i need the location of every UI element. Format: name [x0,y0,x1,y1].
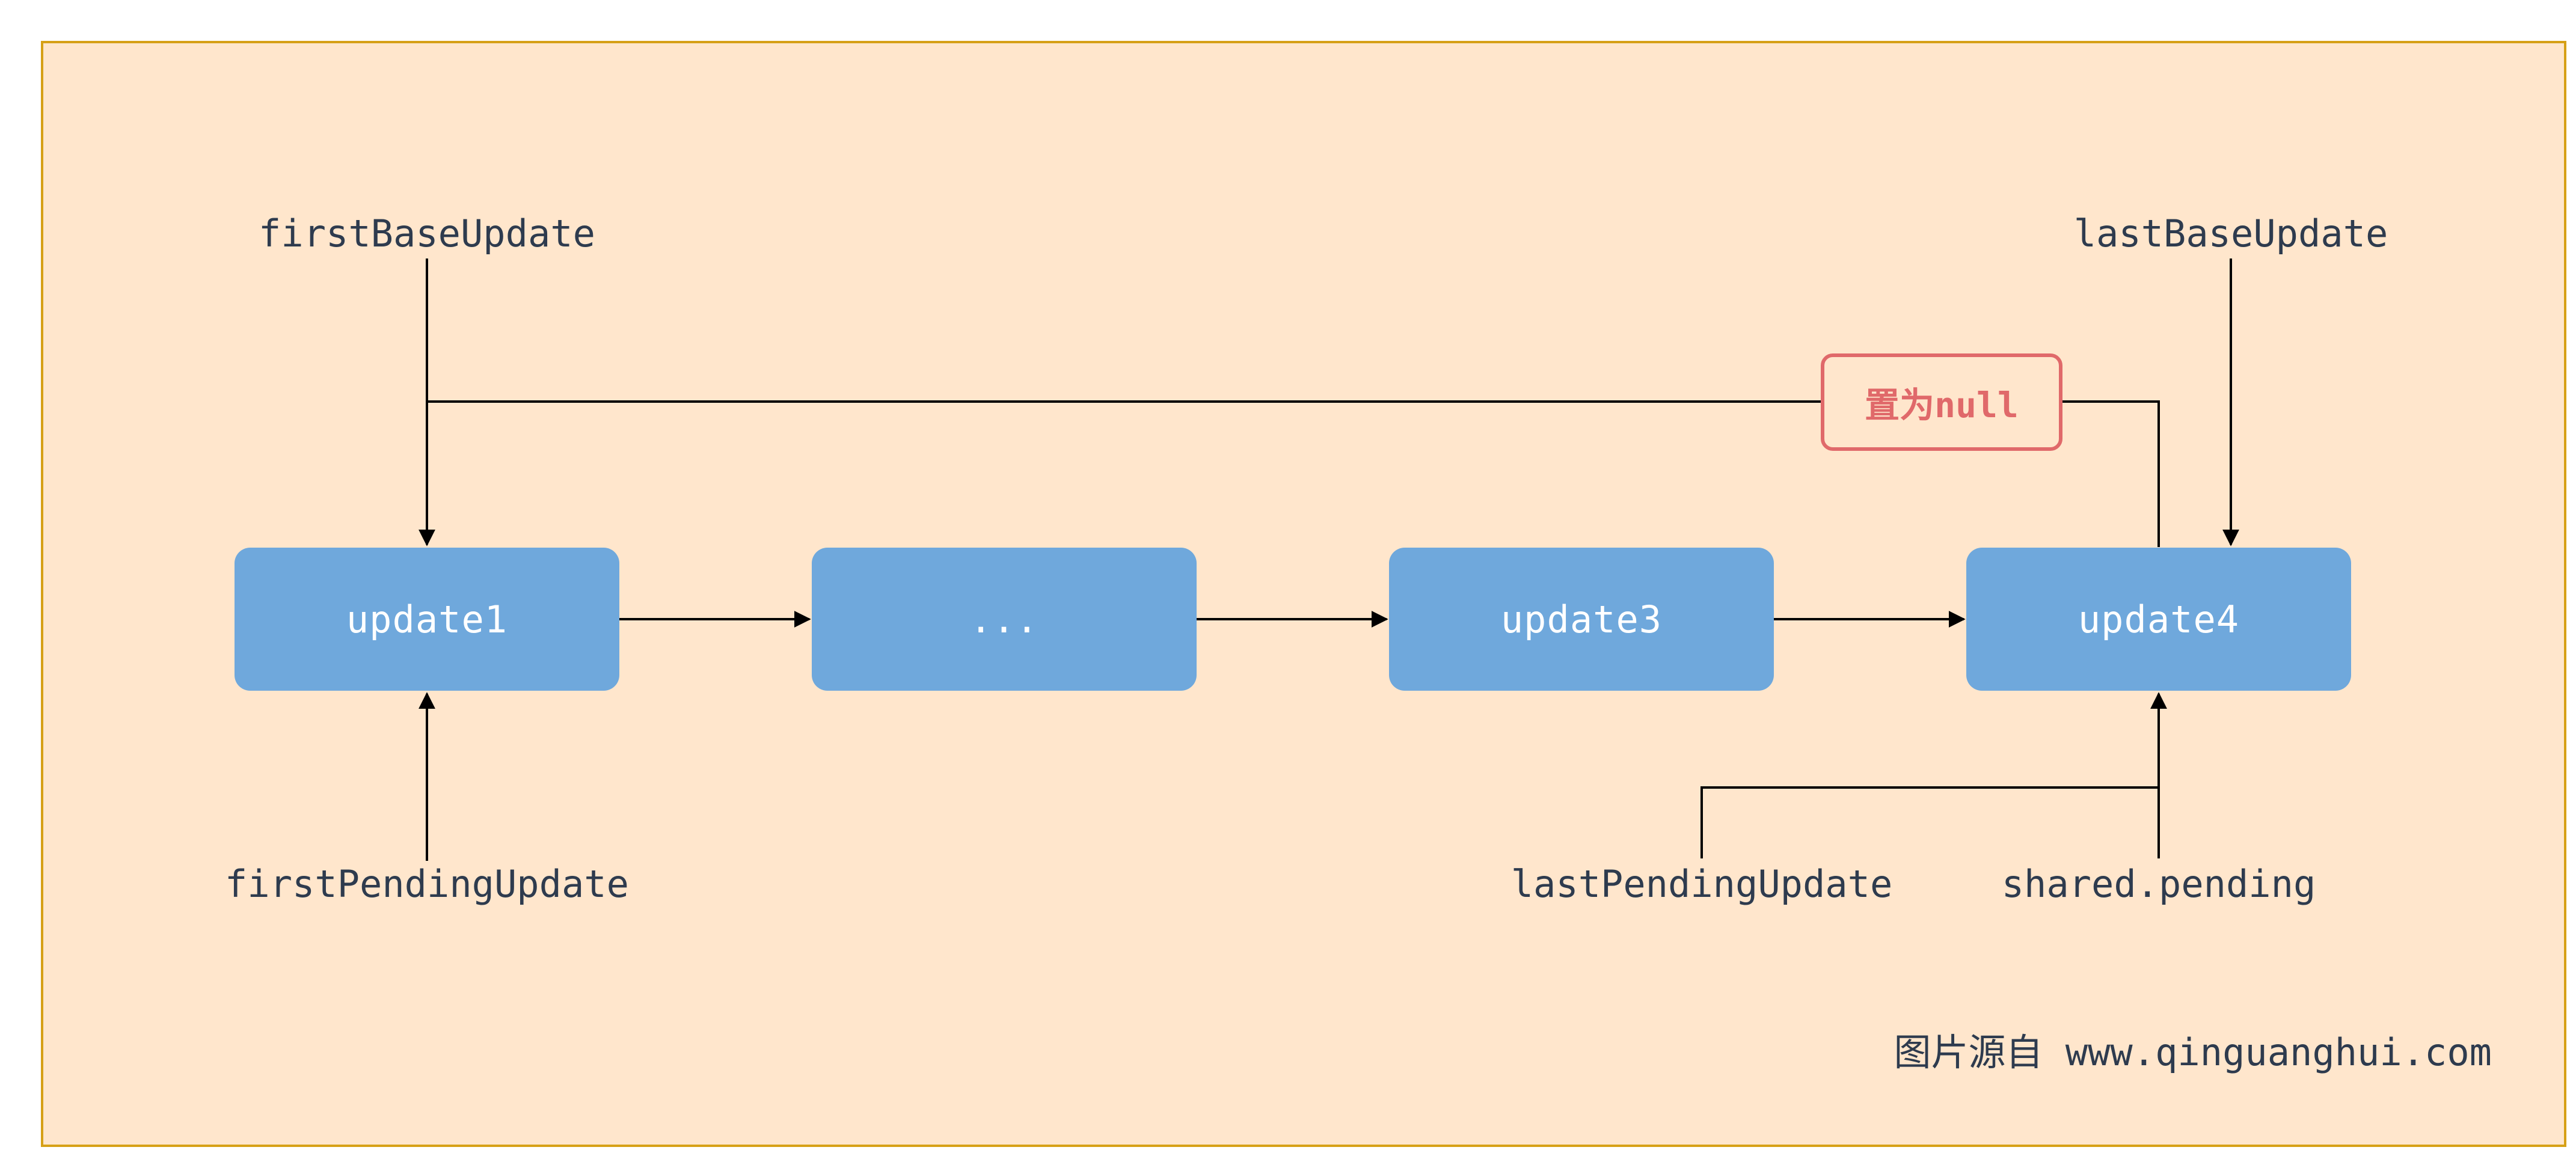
node-update1: update1 [235,548,619,691]
node-ellipsis: ... [812,548,1197,691]
label-last-pending-update: lastPendingUpdate [1510,862,1893,906]
node-update3: update3 [1389,548,1774,691]
source-credit: 图片源自 www.qinguanghui.com [1894,1030,2492,1074]
label-first-pending-update: firstPendingUpdate [225,862,629,906]
null-badge: 置为null [1821,353,2062,451]
label-first-base-update: firstBaseUpdate [259,212,595,255]
label-shared-pending: shared.pending [2001,862,2316,906]
reset-null-line [427,400,2160,547]
label-last-base-update: lastBaseUpdate [2073,212,2388,255]
lastpending-join-line [1700,786,2159,858]
node-update4: update4 [1966,548,2351,691]
